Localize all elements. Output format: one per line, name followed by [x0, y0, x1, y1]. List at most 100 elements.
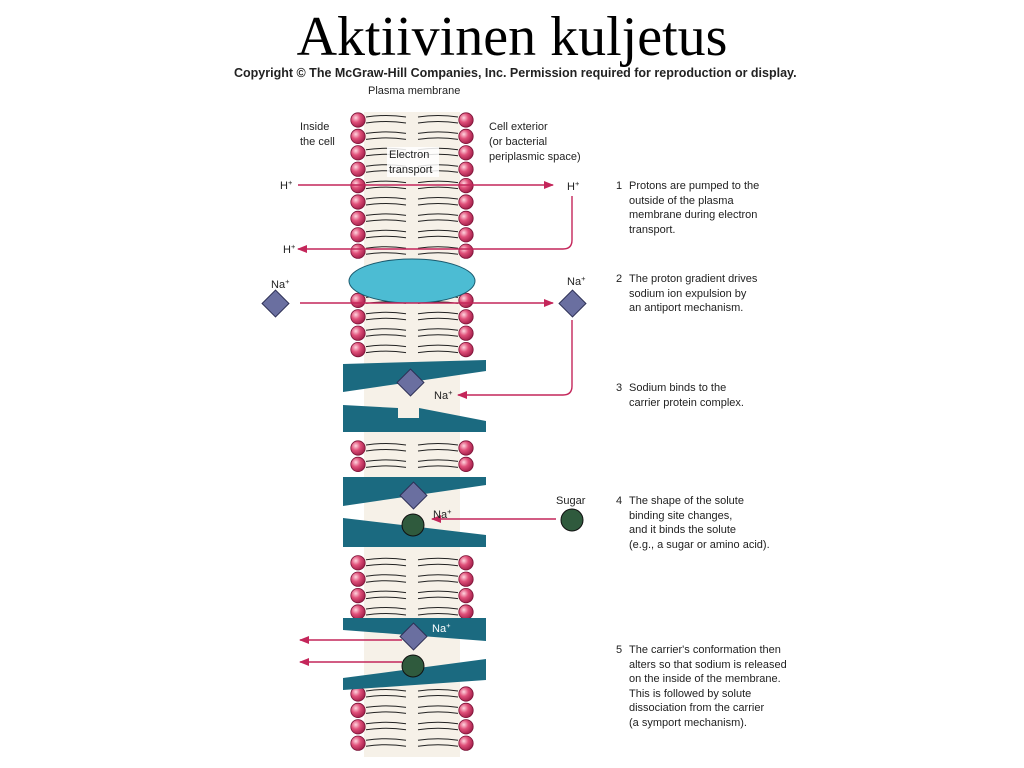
lipid-tail	[365, 344, 407, 348]
phospholipid-head	[350, 325, 366, 341]
phospholipid-head	[458, 161, 474, 177]
lipid-tail	[417, 350, 459, 354]
phospholipid-head	[458, 128, 474, 144]
lipid-tail	[417, 328, 459, 331]
transport-arrows	[297, 181, 573, 666]
sodium-ion-bound-4	[399, 481, 428, 510]
lipid-tail	[417, 727, 459, 731]
lipid-tail	[417, 590, 459, 594]
lipid-tail	[365, 590, 407, 594]
sodium-label-right: Na+	[567, 274, 586, 288]
sugar-molecule-bound-5	[401, 654, 425, 678]
lipid-tail	[365, 121, 407, 124]
sugar-molecules	[401, 508, 584, 678]
phospholipid-head	[458, 309, 474, 325]
lipid-tail	[417, 613, 459, 616]
step-2-number: 2	[616, 273, 623, 285]
lipid-tail	[365, 557, 407, 561]
sodium-label-5: Na+	[432, 621, 451, 635]
lipid-tail	[417, 344, 459, 348]
phospholipid-head	[350, 128, 366, 144]
phospholipid-head	[458, 587, 474, 604]
phospholipid-head	[458, 210, 474, 226]
lipid-tail	[365, 137, 407, 140]
phospholipid-head	[458, 112, 474, 128]
lipid-tail	[417, 459, 459, 462]
lipid-tail	[417, 186, 459, 190]
phospholipid-head	[350, 292, 366, 308]
lipid-tail	[365, 613, 407, 616]
phospholipid-head	[350, 440, 366, 456]
phospholipid-head	[350, 309, 366, 325]
step-4-number: 4	[616, 495, 623, 507]
phospholipid-head	[458, 194, 474, 210]
proton-label-outside: H+	[567, 179, 580, 193]
proton-in-arrow	[297, 196, 573, 253]
lipid-tail	[417, 695, 459, 698]
lipid-tail	[365, 311, 407, 315]
lipid-tail	[417, 574, 459, 577]
lipid-tail	[417, 317, 459, 321]
phospholipid-head	[350, 112, 366, 128]
sodium-label-3: Na+	[434, 388, 453, 402]
cell-exterior-label-1: Cell exterior	[489, 121, 548, 133]
lipid-tail	[417, 443, 459, 446]
lipid-tail	[417, 705, 459, 708]
lipid-tail	[365, 328, 407, 331]
lipid-tail	[365, 744, 407, 747]
proton-label-returned: H+	[283, 242, 296, 256]
lipid-tail	[417, 180, 459, 184]
lipid-tail	[417, 197, 459, 200]
copyright-notice: Copyright © The McGraw-Hill Companies, I…	[234, 66, 797, 80]
page-title: Aktiivinen kuljetus	[296, 6, 728, 68]
lipid-tail	[365, 115, 407, 118]
step-5-line: on the inside of the membrane.	[629, 673, 781, 685]
lipid-tail	[365, 350, 407, 354]
antiporter-protein	[348, 258, 476, 304]
step-1-number: 1	[616, 180, 623, 192]
step-2-line: The proton gradient drives	[629, 273, 758, 285]
step-5-line: This is followed by solute	[629, 687, 752, 700]
step-2-line: an antiport mechanism.	[629, 302, 744, 314]
step-5-line: dissociation from the carrier	[629, 702, 765, 714]
lipid-tail	[417, 721, 459, 725]
phospholipid-head	[350, 587, 366, 604]
plasma-membrane	[350, 112, 474, 757]
phospholipid-head	[458, 555, 474, 571]
lipid-tail	[417, 744, 459, 747]
lipid-tail	[417, 711, 459, 714]
phospholipid-head	[350, 571, 366, 587]
sodium-ion-bound-3	[396, 368, 425, 397]
lipid-tail	[417, 203, 459, 206]
step-5-number: 5	[616, 644, 623, 656]
sodium-label-left: Na+	[271, 277, 290, 291]
membrane-core	[364, 112, 460, 757]
phospholipid-head	[458, 325, 474, 341]
lipid-tail	[365, 738, 407, 741]
lipid-tail	[365, 459, 407, 462]
phospholipid-head	[350, 243, 366, 259]
lipid-tail	[365, 711, 407, 714]
cell-exterior-label-3: periplasmic space)	[489, 151, 581, 163]
phospholipid-head	[458, 604, 474, 620]
lipid-tail	[417, 557, 459, 561]
lipid-tail	[417, 121, 459, 124]
lipid-tail	[365, 203, 407, 206]
proton-label-inside: H+	[280, 178, 293, 192]
lipid-tail	[365, 246, 407, 249]
lipid-tail	[417, 689, 459, 692]
lipid-tail	[365, 235, 407, 239]
lipid-tail	[417, 213, 459, 216]
phospholipid-head	[350, 555, 366, 571]
lipid-tail	[365, 449, 407, 452]
lipid-tail	[365, 465, 407, 468]
lipid-tail	[417, 449, 459, 452]
step-1-line: transport.	[629, 223, 676, 236]
sugar-label: Sugar	[556, 495, 586, 507]
sugar-molecule-bound-4	[401, 513, 425, 537]
step-1-line: outside of the plasma	[629, 194, 734, 207]
phospholipid-head	[350, 341, 366, 358]
lipid-tail	[365, 689, 407, 692]
phospholipid-head	[458, 702, 474, 719]
lipid-tail	[365, 334, 407, 337]
